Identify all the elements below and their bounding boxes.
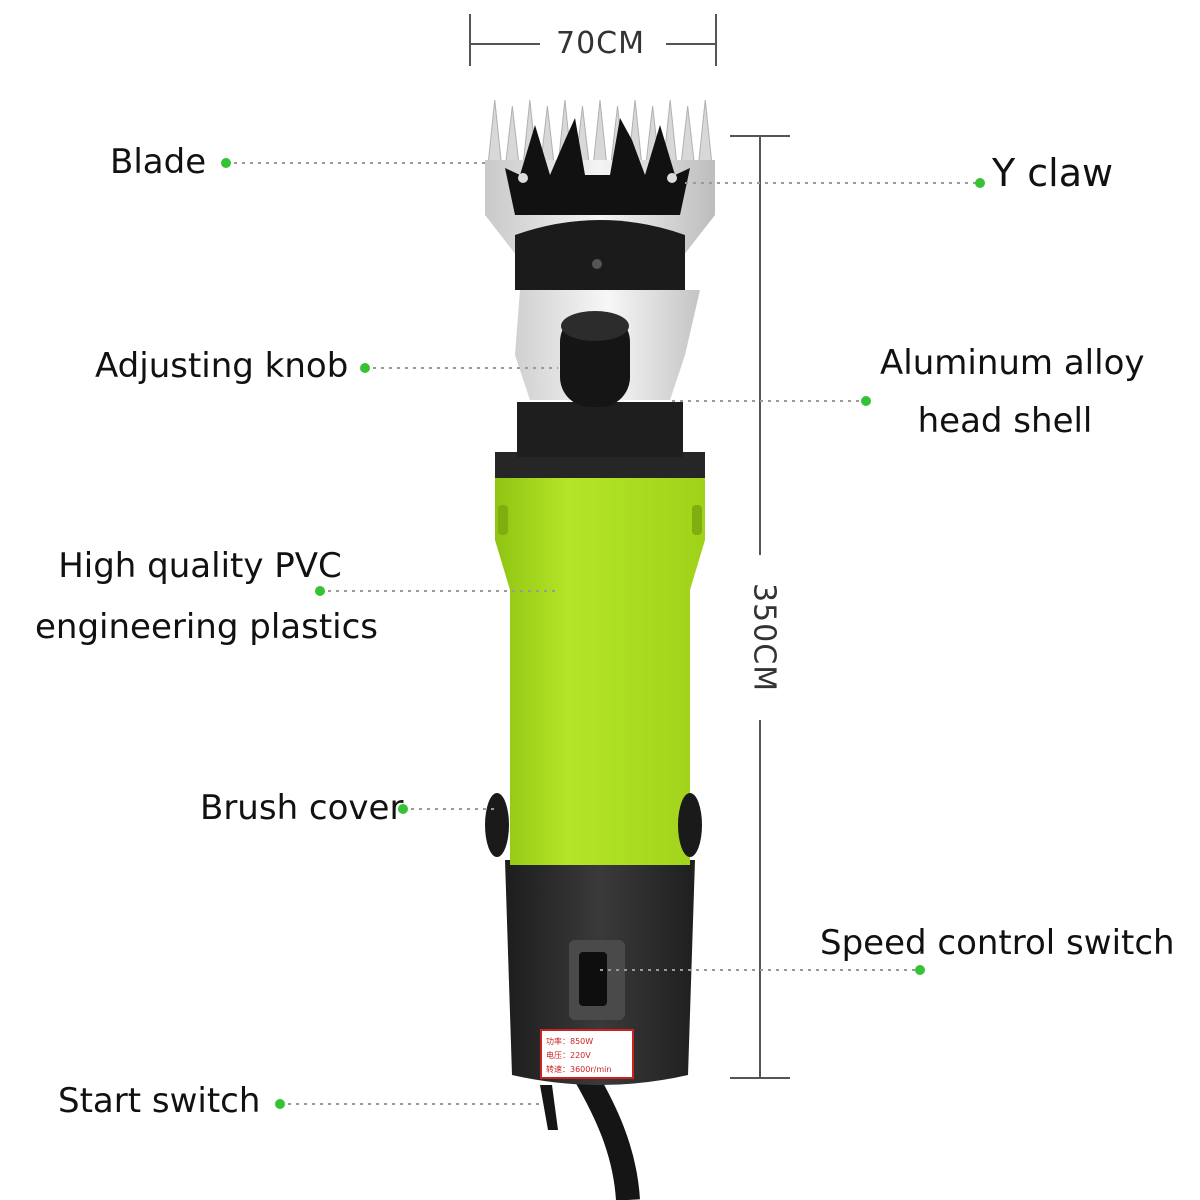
blade-tooth <box>504 105 520 166</box>
label-brush-cover: Brush cover <box>200 788 404 828</box>
y-claw-rivet-right <box>667 173 677 183</box>
label-y-claw: Y claw <box>992 151 1114 195</box>
label-adjusting-knob: Adjusting knob <box>95 346 349 386</box>
spec-speed: 转速：3600r/min <box>546 1064 611 1074</box>
marker-blade <box>221 158 231 168</box>
spec-voltage: 电压：220V <box>546 1050 591 1060</box>
head-cap <box>515 220 685 290</box>
spec-plate <box>540 1029 634 1079</box>
blade-tooth <box>487 99 503 166</box>
power-cord <box>574 1069 640 1200</box>
marker-adjusting-knob <box>360 363 370 373</box>
speed-control-switch <box>579 952 607 1006</box>
vent-slot-right <box>692 505 702 535</box>
brush-cover-right <box>678 793 702 857</box>
marker-pvc <box>315 586 325 596</box>
blade-tooth <box>697 99 713 166</box>
label-aluminum-line1: Aluminum alloy <box>880 343 1145 383</box>
start-switch <box>540 1085 558 1130</box>
y-claw <box>505 118 690 215</box>
adjusting-knob-top <box>561 311 629 341</box>
brush-cover-left <box>485 793 509 857</box>
label-blade: Blade <box>110 142 207 182</box>
head-neck <box>517 402 683 457</box>
label-start-switch: Start switch <box>58 1081 261 1121</box>
vent-slot-left <box>498 505 508 535</box>
height-dimension-label: 350CM <box>746 582 782 693</box>
marker-speed-switch <box>915 965 925 975</box>
pvc-body-housing <box>495 452 705 865</box>
blade-teeth <box>487 99 713 166</box>
blade-tooth <box>592 99 608 166</box>
label-speed-control-switch: Speed control switch <box>820 923 1175 963</box>
width-dimension-label: 70CM <box>556 26 646 61</box>
spec-power: 功率：850W <box>546 1036 593 1046</box>
head-cap-screw <box>592 259 602 269</box>
marker-brush-cover <box>398 804 408 814</box>
blade-tooth <box>680 105 696 166</box>
y-claw-rivet-left <box>518 173 528 183</box>
label-pvc-line1: High quality PVC <box>58 546 342 586</box>
marker-aluminum <box>861 396 871 406</box>
marker-y-claw <box>975 178 985 188</box>
marker-start-switch <box>275 1099 285 1109</box>
label-pvc-line2: engineering plastics <box>35 607 379 647</box>
label-aluminum-line2: head shell <box>917 401 1093 441</box>
